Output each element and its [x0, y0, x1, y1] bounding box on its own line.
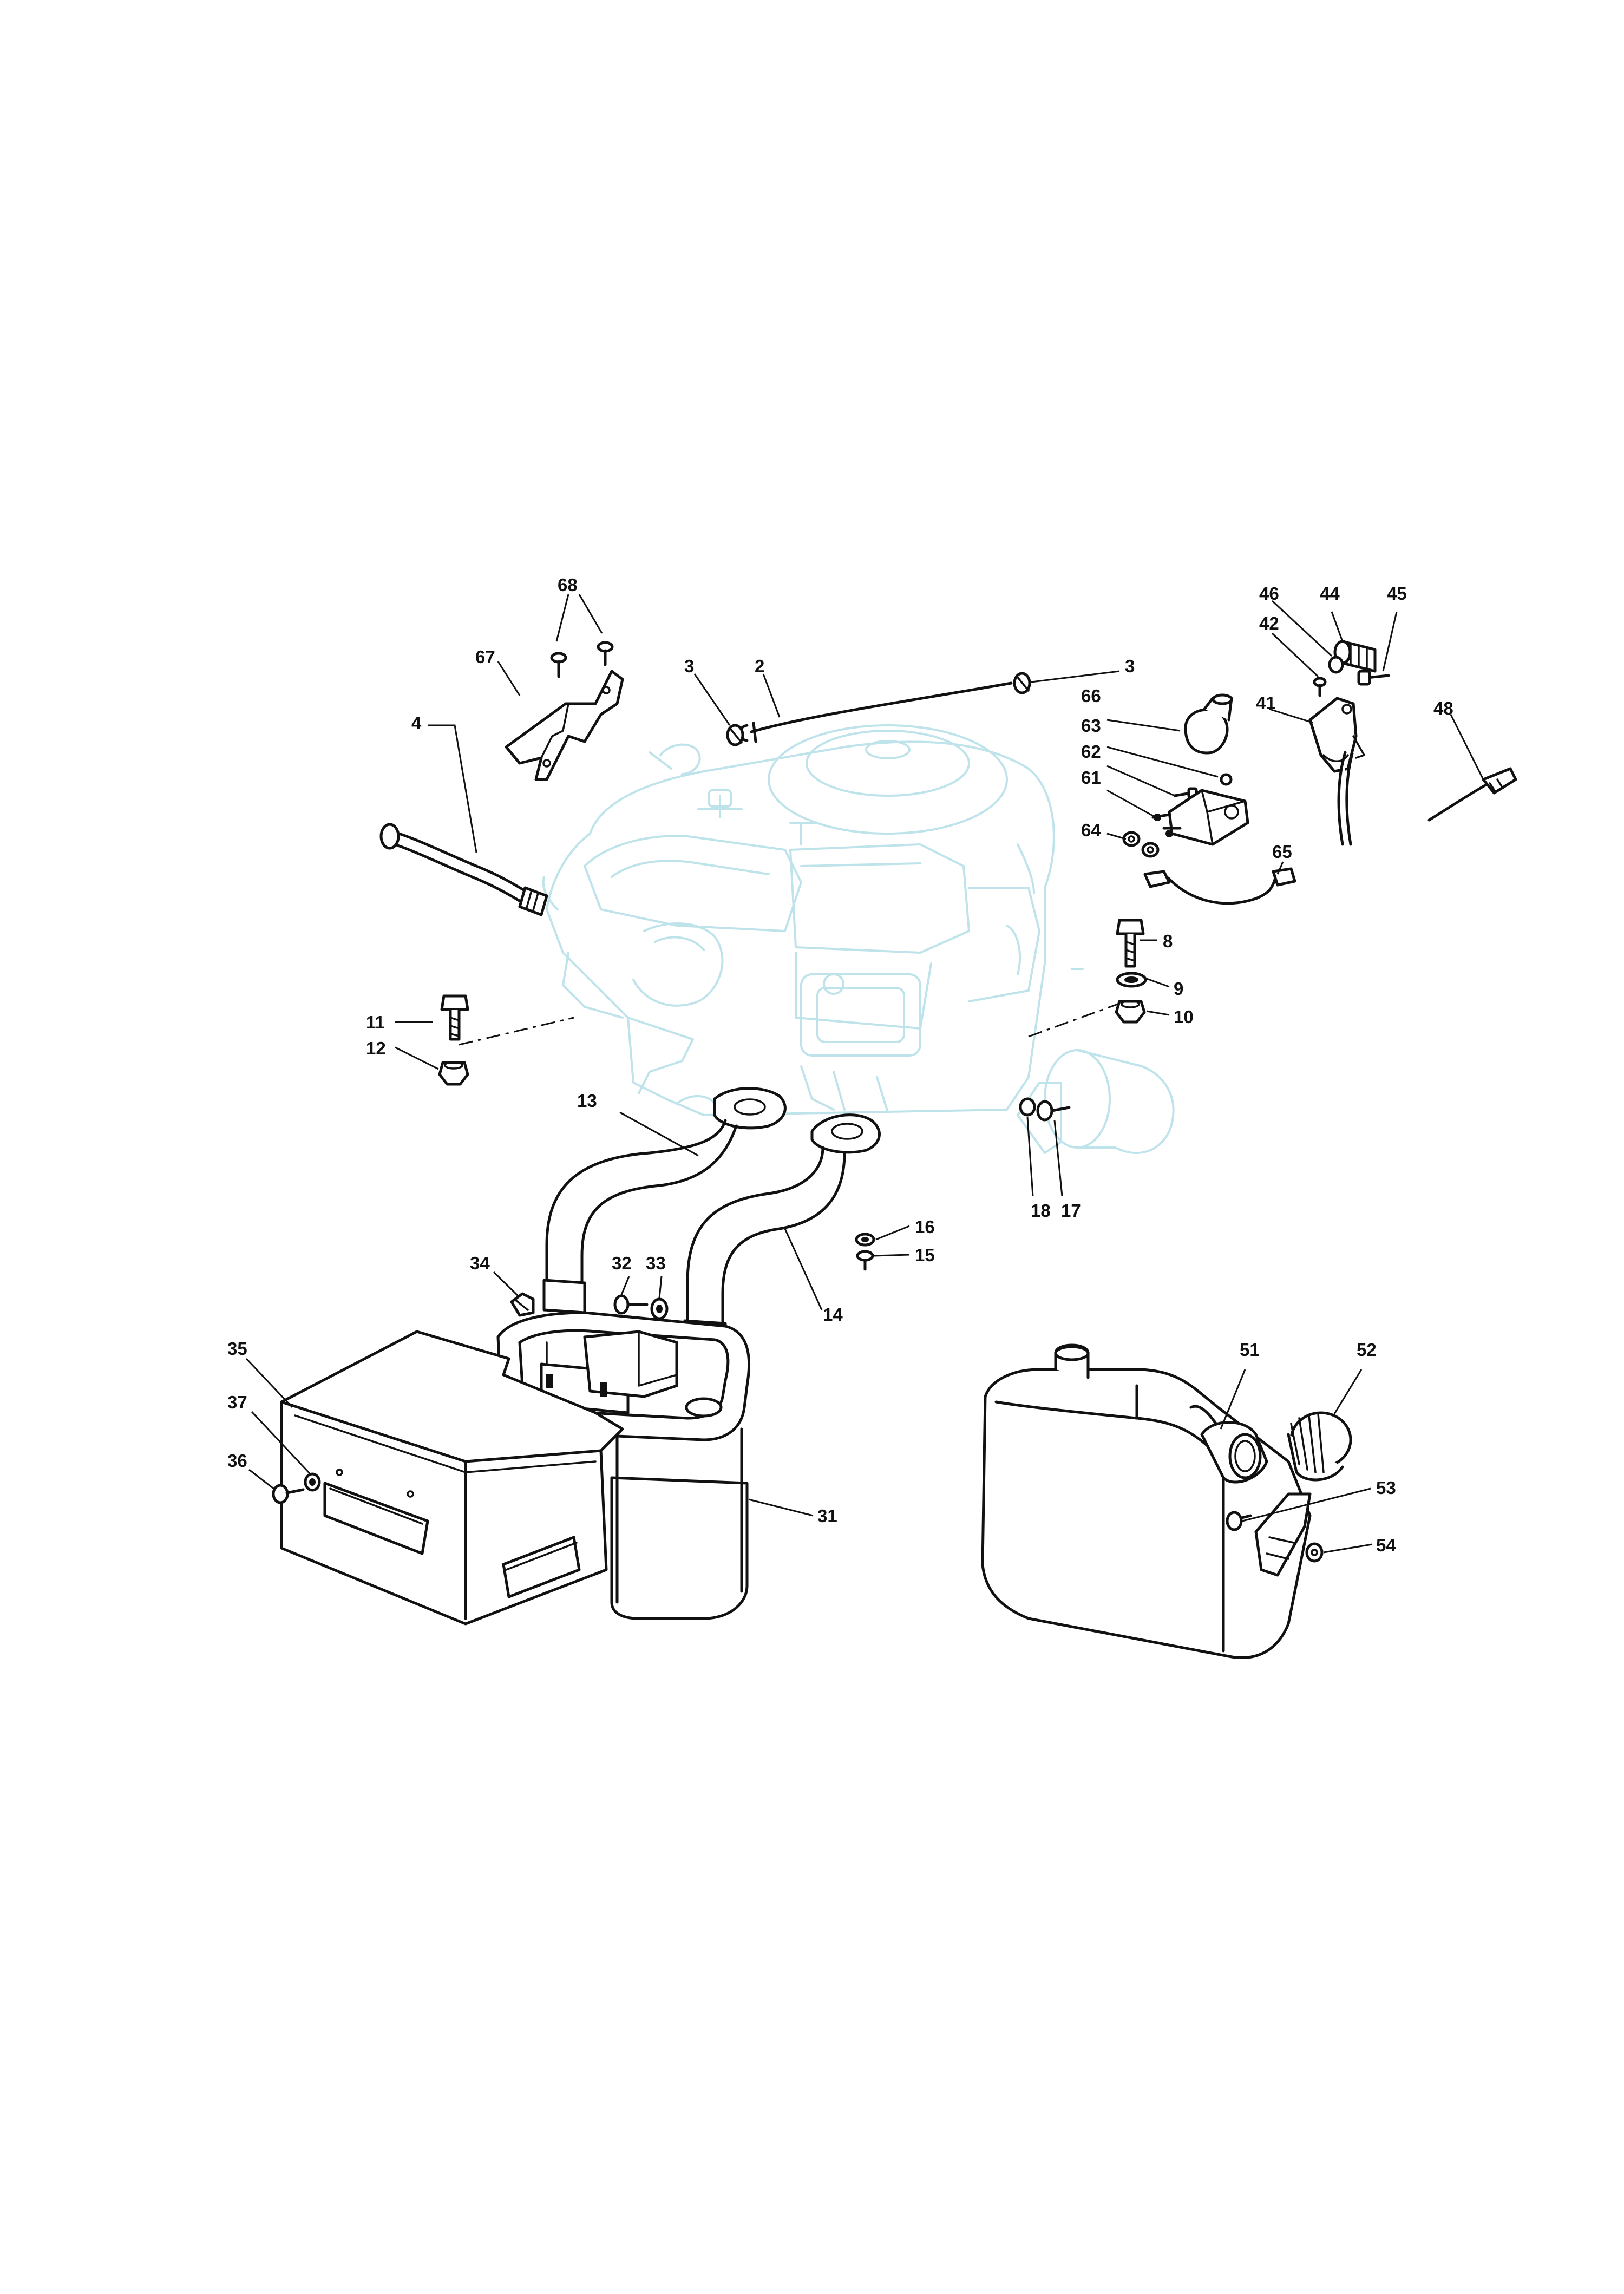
callout-15: 15: [915, 1245, 935, 1265]
screw-68-left: [550, 652, 567, 678]
callout-12: 12: [366, 1038, 386, 1058]
bolt-11: [440, 994, 469, 1041]
washer-9: [1116, 972, 1147, 988]
callout-14: 14: [823, 1305, 843, 1325]
callout-9: 9: [1174, 979, 1183, 999]
boot-66: [1184, 693, 1233, 755]
callout-34: 34: [470, 1253, 490, 1273]
bolt-8: [1116, 919, 1145, 968]
breather-hose-4: [379, 823, 548, 916]
exhaust-pipe-14: [683, 1113, 881, 1352]
nut-10: [1115, 1000, 1146, 1024]
alignment-line-left: [459, 1017, 574, 1046]
callout-3-left: 3: [684, 656, 694, 676]
screw-17: [1036, 1100, 1071, 1122]
wire-65: [1143, 867, 1296, 905]
callout-13: 13: [577, 1091, 597, 1111]
callout-4: 4: [411, 713, 422, 733]
knob-44: [1333, 640, 1377, 673]
callout-46: 46: [1259, 584, 1279, 604]
callout-11: 11: [366, 1012, 385, 1032]
callout-61: 61: [1081, 768, 1101, 788]
nuts-64: [1122, 831, 1160, 858]
callout-8: 8: [1163, 931, 1173, 951]
callout-31: 31: [817, 1506, 837, 1526]
alignment-line-right: [1028, 1003, 1118, 1038]
callout-2: 2: [755, 656, 764, 676]
clip-34: [510, 1292, 535, 1317]
callout-67: 67: [475, 647, 495, 667]
callout-53: 53: [1376, 1478, 1396, 1498]
screw-42: [1313, 677, 1327, 697]
nut-46: [1328, 656, 1344, 674]
callout-65: 65: [1272, 842, 1292, 862]
callout-10: 10: [1174, 1007, 1194, 1027]
callout-33: 33: [646, 1253, 666, 1273]
callout-41: 41: [1256, 693, 1276, 713]
engine-outline: [542, 724, 1175, 1154]
screw-32: [613, 1294, 649, 1315]
heat-shield-35: [280, 1330, 624, 1626]
nut-63: [1220, 773, 1233, 786]
callout-64: 64: [1081, 820, 1101, 840]
callout-labels: 68 67 4 3 2 3 46 44 45 42 41 48 66 63 62…: [227, 575, 1453, 1555]
callout-63: 63: [1081, 716, 1101, 736]
fuel-hose-2: [737, 681, 1013, 743]
screw-15: [856, 1250, 874, 1271]
throttle-lever-41: [1308, 697, 1365, 846]
callout-37: 37: [227, 1392, 247, 1412]
fuel-cap-52: [1287, 1411, 1352, 1482]
callout-54: 54: [1376, 1535, 1396, 1555]
washer-18: [1019, 1097, 1036, 1117]
screw-45: [1357, 670, 1390, 686]
callout-51: 51: [1240, 1340, 1260, 1360]
callout-52: 52: [1357, 1340, 1377, 1360]
callout-68: 68: [558, 575, 578, 595]
screw-36: [272, 1484, 305, 1504]
callout-44: 44: [1320, 584, 1340, 604]
washer-33: [650, 1297, 669, 1320]
callout-32: 32: [612, 1253, 632, 1273]
callout-42: 42: [1259, 613, 1279, 633]
washer-37: [304, 1472, 321, 1492]
screw-68-right: [597, 641, 614, 666]
leader-lines: [245, 594, 1484, 1554]
solenoid-61: [1151, 789, 1249, 846]
callout-18: 18: [1031, 1201, 1051, 1221]
callout-35: 35: [227, 1339, 247, 1359]
exhaust-pipe-13: [542, 1087, 787, 1314]
hose-clamp-3-right: [1013, 672, 1031, 694]
callout-3-right: 3: [1125, 656, 1135, 676]
callout-16: 16: [915, 1217, 935, 1237]
washer-16: [855, 1233, 875, 1247]
cable-48: [1427, 767, 1517, 822]
hose-clamp-3-left: [726, 724, 744, 746]
nut-54: [1305, 1542, 1324, 1563]
nut-12: [438, 1061, 469, 1086]
callout-45: 45: [1387, 584, 1407, 604]
callout-62: 62: [1081, 742, 1101, 762]
callout-36: 36: [227, 1451, 247, 1471]
callout-66: 66: [1081, 686, 1101, 706]
callout-17: 17: [1061, 1201, 1081, 1221]
bracket-67: [505, 670, 624, 781]
bracket-53: [1226, 1492, 1312, 1577]
callout-48: 48: [1433, 698, 1453, 718]
fuel-tank-51: [981, 1343, 1312, 1659]
